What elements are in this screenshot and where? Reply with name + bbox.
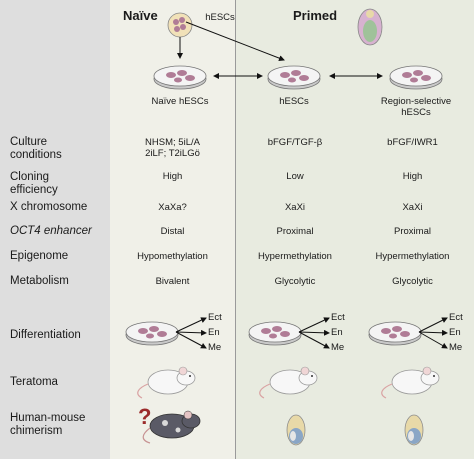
chimerism-question-mark: ? xyxy=(138,404,152,429)
naive-dish-icon xyxy=(153,65,207,90)
region-dish-icon xyxy=(389,65,443,90)
oct4-region: Proximal xyxy=(394,226,431,237)
differentiation-naive xyxy=(125,317,207,349)
epigenome-primed: Hypermethylation xyxy=(258,251,332,262)
lineage-en-primed: En xyxy=(331,327,343,338)
culture-primed: bFGF/TGF-β xyxy=(267,137,323,148)
oct4-primed: Proximal xyxy=(276,226,314,237)
epigenome-naive: Hypomethylation xyxy=(137,251,208,262)
xchrom-region: XaXi xyxy=(402,202,423,213)
naive-dish-label: Naïve hESCs xyxy=(151,96,209,107)
oct4-naive: Distal xyxy=(160,226,185,237)
cloning-primed: Low xyxy=(286,171,304,182)
chimera-mouse-icon xyxy=(142,410,201,444)
row-label-differentiation: Differentiation xyxy=(10,329,81,341)
row-label-metabolism: Metabolism xyxy=(10,275,69,287)
metabolism-region: Glycolytic xyxy=(392,276,433,287)
differentiation-region xyxy=(368,317,448,349)
lineage-en-naive: En xyxy=(208,327,220,338)
primed-dish-label: hESCs xyxy=(279,96,309,107)
row-label-x-chromosome: X chromosome xyxy=(10,201,88,213)
chimera-embryo-region-icon xyxy=(404,414,424,446)
naive-blastocyst-icon xyxy=(167,12,193,38)
naive-embryo-label: hESCs xyxy=(205,12,235,23)
panel-divider xyxy=(235,0,236,459)
culture-region: bFGF/IWR1 xyxy=(387,137,438,148)
row-label-teratoma: Teratoma xyxy=(10,376,58,388)
primed-embryo-icon xyxy=(357,8,383,46)
row-label-oct4: OCT4 enhancer xyxy=(10,225,92,237)
primed-header: Primed xyxy=(293,8,338,23)
xchrom-naive: XaXa? xyxy=(158,202,187,213)
metabolism-naive: Bivalent xyxy=(155,276,190,287)
teratoma-mouse-region-icon xyxy=(381,366,440,399)
lineage-me-naive: Me xyxy=(208,342,222,353)
teratoma-mouse-naive-icon xyxy=(137,366,196,399)
lineage-me-primed: Me xyxy=(331,342,345,353)
lineage-ect-naive: Ect xyxy=(208,312,222,323)
lineage-en-region: En xyxy=(449,327,461,338)
metabolism-primed: Glycolytic xyxy=(274,276,316,287)
differentiation-primed xyxy=(248,317,330,349)
lineage-ect-region: Ect xyxy=(449,312,463,323)
row-label-panel xyxy=(0,0,110,459)
naive-header: Naïve xyxy=(123,8,158,23)
xchrom-primed: XaXi xyxy=(284,202,306,213)
row-label-epigenome: Epigenome xyxy=(10,250,69,262)
arrow-embryo-to-primed-dish xyxy=(185,21,285,61)
primed-dish-icon xyxy=(267,65,321,90)
lineage-me-region: Me xyxy=(449,342,463,353)
epigenome-region: Hypermethylation xyxy=(375,251,450,262)
chimera-embryo-primed-icon xyxy=(286,414,306,446)
teratoma-mouse-primed-icon xyxy=(259,366,318,399)
lineage-ect-primed: Ect xyxy=(331,312,345,323)
cloning-region: High xyxy=(402,171,423,182)
cloning-naive: High xyxy=(162,171,183,182)
